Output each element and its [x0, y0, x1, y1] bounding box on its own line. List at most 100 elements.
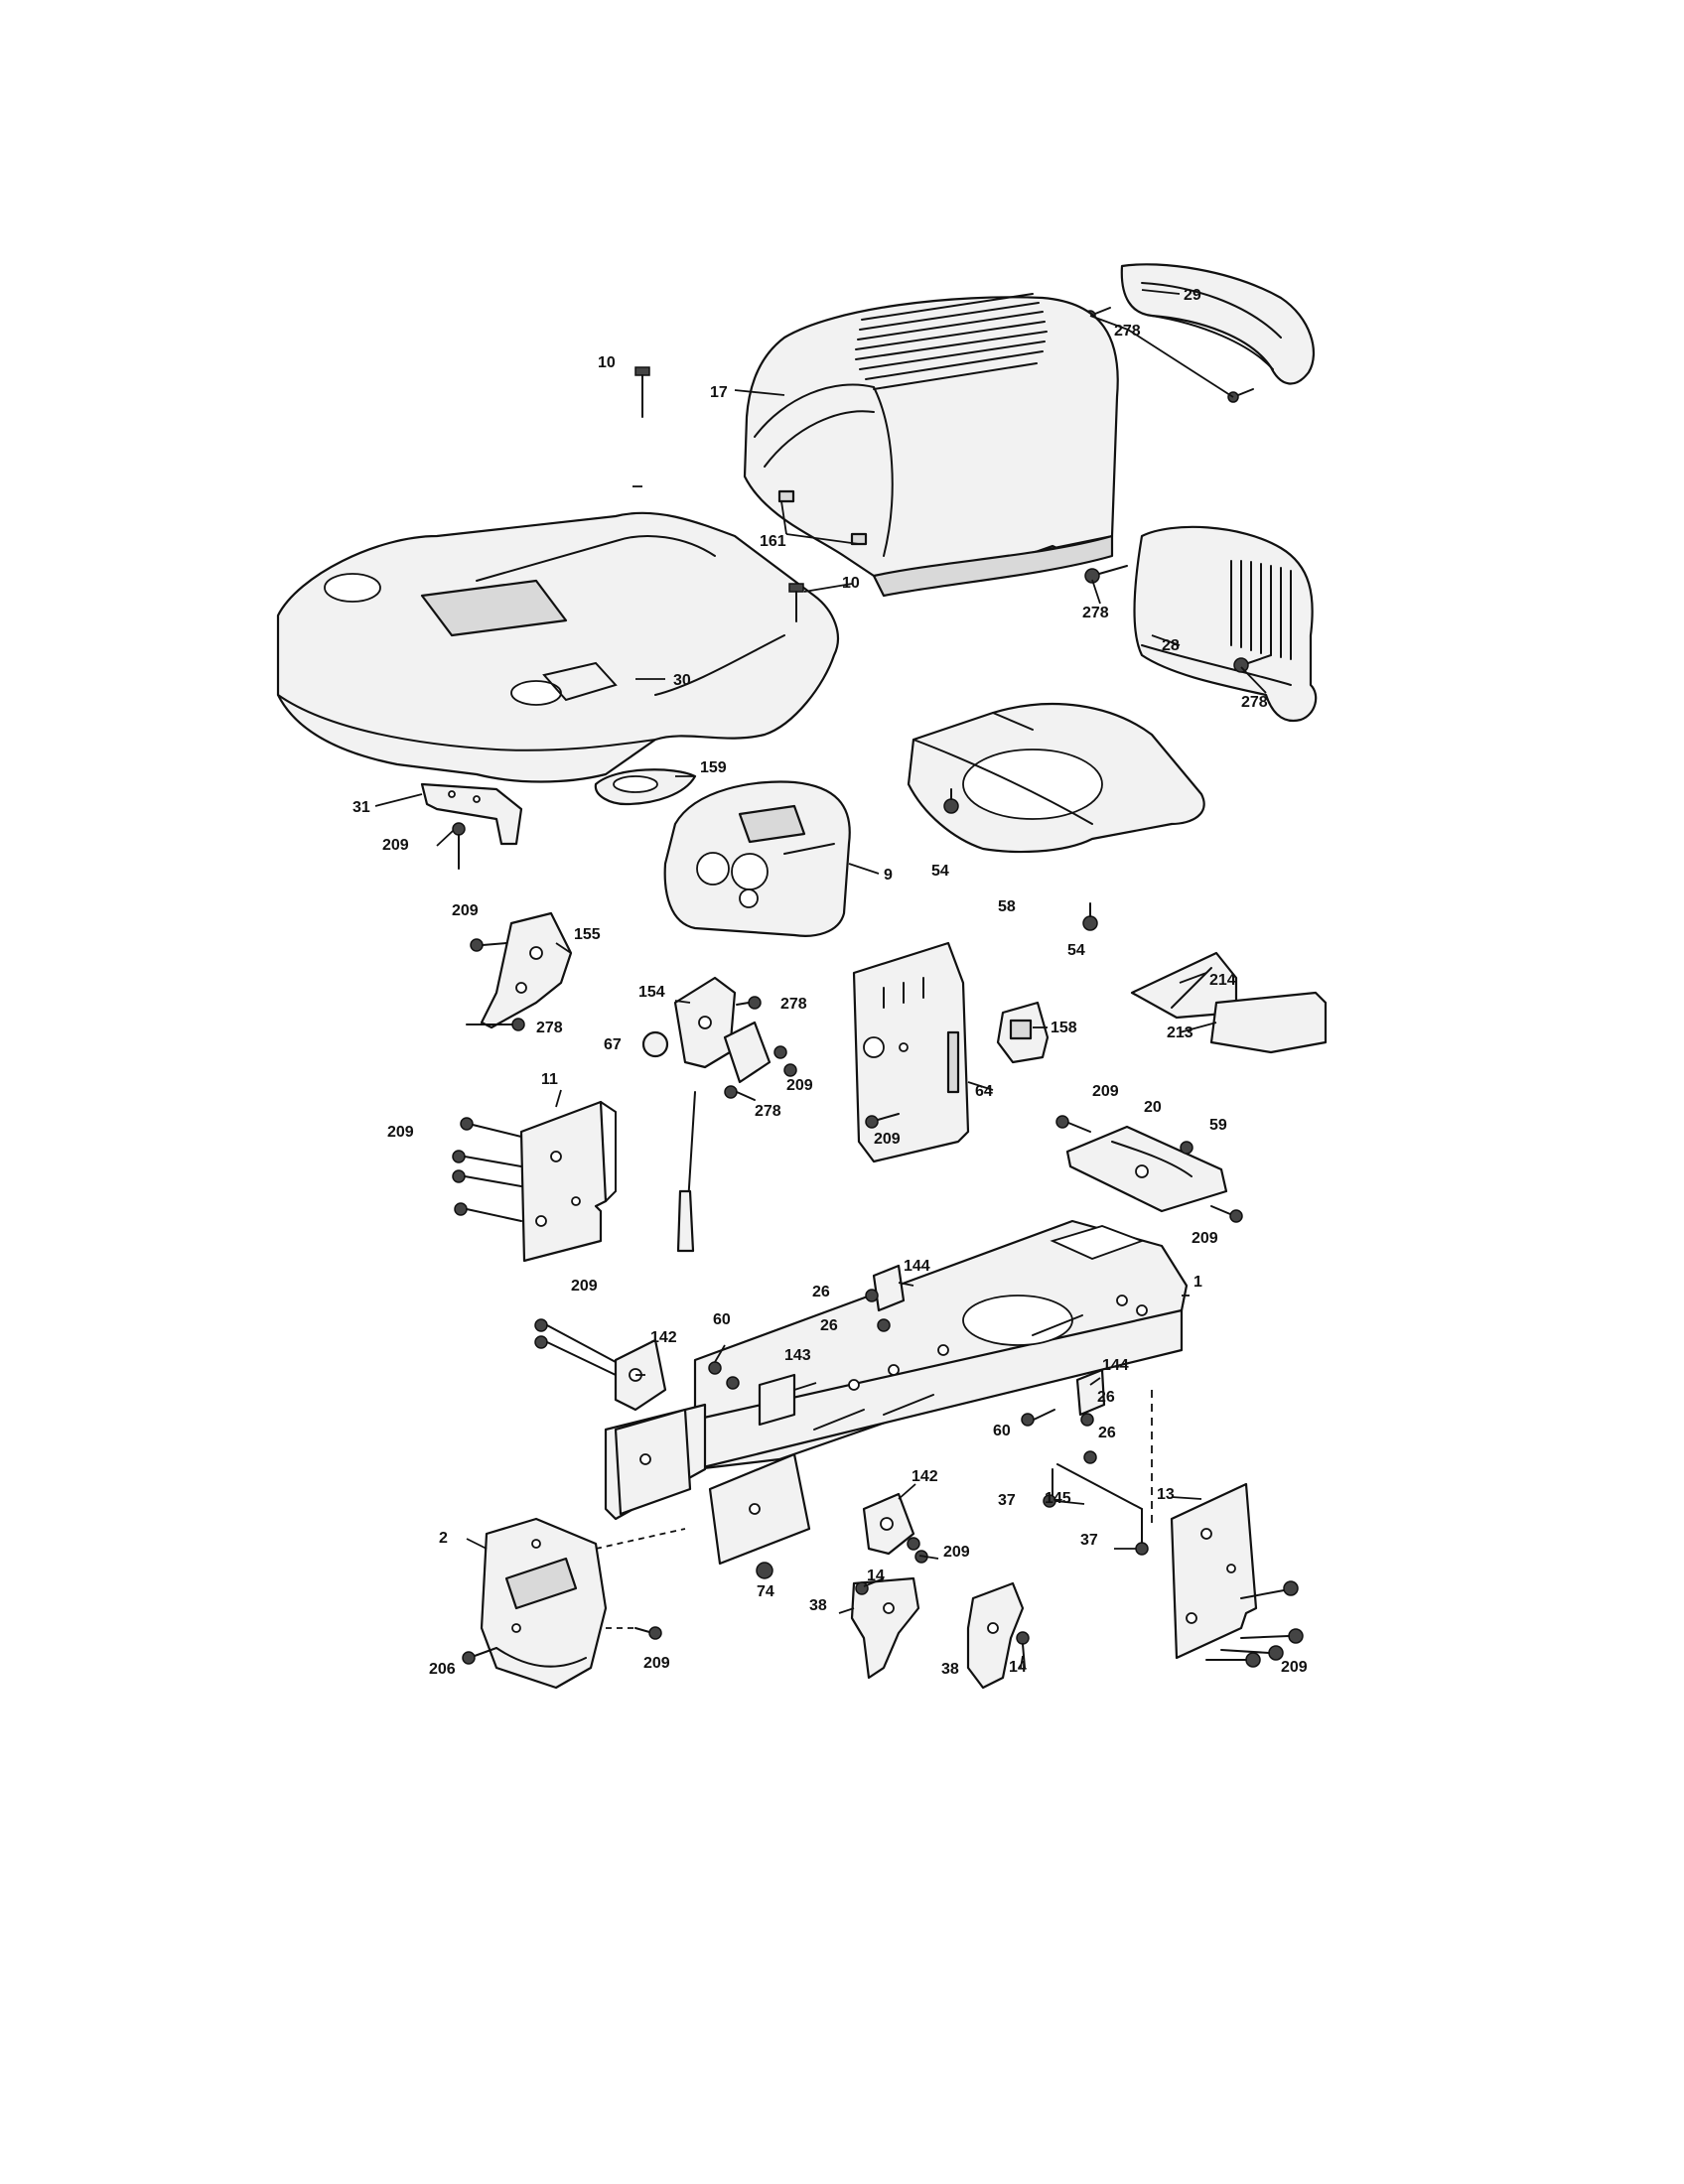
ball-67 — [641, 1030, 669, 1058]
callout-29: 29 — [1184, 287, 1201, 304]
callout-278: 278 — [536, 1020, 563, 1036]
screw-209-c — [773, 1045, 797, 1077]
screws-209-h — [534, 1318, 617, 1376]
screw-14-b — [1016, 1631, 1030, 1669]
callout-26: 26 — [1097, 1389, 1115, 1406]
callout-26: 26 — [820, 1317, 838, 1334]
callout-14: 14 — [867, 1568, 885, 1584]
part-2-front-bracket — [480, 1517, 686, 1690]
callout-59: 59 — [1209, 1117, 1227, 1134]
callout-278: 278 — [1241, 694, 1268, 711]
part-31-bracket — [420, 782, 523, 846]
callout-213: 213 — [1167, 1024, 1193, 1041]
part-144-b-clip — [1075, 1368, 1106, 1464]
callout-10: 10 — [842, 575, 860, 592]
callout-214: 214 — [1209, 972, 1236, 989]
screw-278-f — [724, 1085, 756, 1101]
callout-13: 13 — [1157, 1486, 1175, 1503]
bolt-206 — [462, 1647, 497, 1665]
bolt-10-b — [788, 583, 804, 622]
callout-158: 158 — [1051, 1020, 1077, 1036]
callout-206: 206 — [429, 1661, 456, 1678]
callout-209: 209 — [387, 1124, 414, 1141]
callout-leaders — [374, 289, 1267, 1669]
callout-209: 209 — [1281, 1659, 1308, 1676]
callout-161: 161 — [760, 533, 786, 550]
callout-64: 64 — [975, 1083, 993, 1100]
screw-209-g — [1210, 1205, 1243, 1223]
callout-10: 10 — [598, 354, 616, 371]
part-144-a-clip — [865, 1264, 906, 1332]
callout-209: 209 — [452, 902, 479, 919]
bolt-10-a — [634, 366, 650, 418]
callout-11: 11 — [541, 1071, 558, 1088]
part-159-cup-holder — [594, 768, 697, 806]
bolt-209-a — [452, 822, 466, 870]
callout-278: 278 — [1082, 605, 1109, 621]
bolt-54-b — [1082, 902, 1098, 931]
callout-142: 142 — [912, 1468, 938, 1485]
part-64-dash-support — [852, 941, 970, 1163]
bolt-60-b — [1021, 1409, 1055, 1427]
callout-278: 278 — [755, 1103, 781, 1120]
callout-154: 154 — [638, 984, 665, 1001]
callout-26: 26 — [812, 1284, 830, 1300]
part-142-b-bracket — [862, 1492, 915, 1556]
callout-209: 209 — [1092, 1083, 1119, 1100]
bolt-209-j — [634, 1626, 662, 1640]
callout-54: 54 — [1067, 942, 1085, 959]
callout-58: 58 — [998, 898, 1016, 915]
hood-vent-slots — [855, 293, 1048, 390]
callout-31: 31 — [352, 799, 370, 816]
callout-144: 144 — [904, 1258, 930, 1275]
callout-54: 54 — [931, 863, 949, 880]
callout-60: 60 — [713, 1311, 731, 1328]
screw-209-f — [1055, 1115, 1091, 1133]
screws-209-k — [1205, 1580, 1304, 1668]
screws-209-e — [452, 1117, 522, 1222]
screw-59 — [1180, 1141, 1193, 1155]
part-213-214-deflector — [1130, 951, 1328, 1054]
part-58-floor-pan — [907, 702, 1205, 854]
callout-14: 14 — [1009, 1659, 1027, 1676]
screws-209-i — [907, 1537, 928, 1564]
bolts-60-a — [708, 1361, 740, 1390]
part-158-switch — [996, 1001, 1050, 1064]
callout-37: 37 — [1080, 1532, 1098, 1549]
callout-209: 209 — [1192, 1230, 1218, 1247]
callout-9: 9 — [884, 867, 893, 884]
part-13-side-panel — [1170, 1482, 1258, 1660]
callout-143: 143 — [784, 1347, 811, 1364]
part-38-a-bracket — [850, 1576, 920, 1680]
callout-209: 209 — [382, 837, 409, 854]
front-mount-plates — [614, 1408, 811, 1566]
callout-37: 37 — [998, 1492, 1016, 1509]
callout-60: 60 — [993, 1423, 1011, 1439]
part-29-rear-cover — [1120, 263, 1316, 385]
callout-209: 209 — [943, 1544, 970, 1561]
callout-155: 155 — [574, 926, 601, 943]
part-145-rod — [1052, 1463, 1143, 1545]
screw-278-d — [466, 1018, 525, 1031]
part-38-b-bracket — [966, 1581, 1025, 1690]
callout-38: 38 — [941, 1661, 959, 1678]
screw-278-c — [1233, 654, 1272, 673]
part-28-grille — [1133, 525, 1318, 723]
callout-28: 28 — [1162, 637, 1180, 654]
grille-slots — [1230, 560, 1292, 660]
callout-144: 144 — [1102, 1357, 1129, 1374]
callout-209: 209 — [786, 1077, 813, 1094]
callout-209: 209 — [571, 1278, 598, 1295]
part-30-fender — [276, 511, 839, 783]
part-17-hood — [743, 293, 1119, 598]
part-155-bracket — [480, 911, 573, 1029]
callout-labels: 29 278 17 10 10 161 278 28 278 30 159 31… — [352, 287, 1308, 1678]
callout-38: 38 — [809, 1597, 827, 1614]
callout-159: 159 — [700, 759, 727, 776]
part-143-bracket — [758, 1373, 796, 1427]
part-9-dash — [663, 780, 851, 937]
screw-209-b — [470, 938, 507, 952]
part-11-side-panel — [519, 1100, 617, 1263]
part-20-plate — [1065, 1125, 1228, 1213]
